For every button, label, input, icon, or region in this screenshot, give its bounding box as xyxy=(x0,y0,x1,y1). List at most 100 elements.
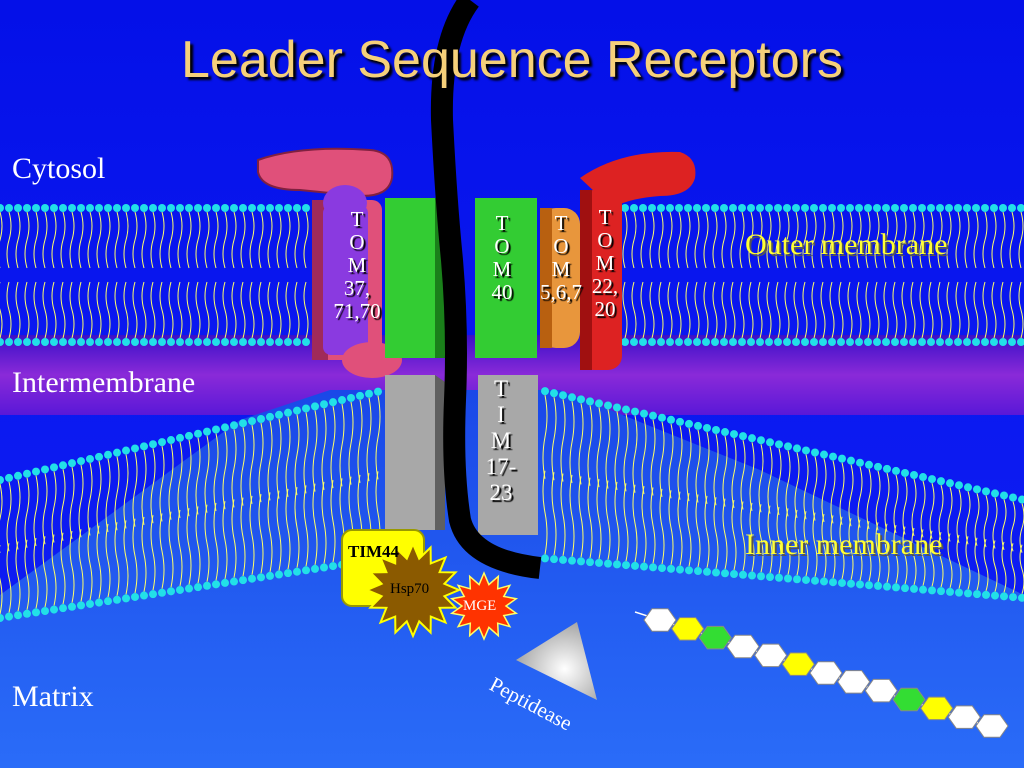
tom71-receptor xyxy=(323,205,368,355)
lipid-head xyxy=(972,204,980,212)
lipid-head xyxy=(77,338,85,346)
lipid-head xyxy=(774,204,782,212)
lipid-head xyxy=(374,387,382,396)
lipid-head xyxy=(747,204,755,212)
lipid-head xyxy=(630,338,638,346)
lipid-head xyxy=(621,338,629,346)
lipid-head xyxy=(991,489,999,498)
lipid-head xyxy=(901,584,909,593)
outer-membrane-label: Outer membrane xyxy=(745,228,948,261)
lipid-head xyxy=(658,413,666,422)
lipid-head xyxy=(604,559,612,568)
lipid-head xyxy=(77,204,85,212)
lipid-head xyxy=(1017,204,1024,212)
lipid-head xyxy=(918,204,926,212)
lipid-head xyxy=(945,204,953,212)
lipid-head xyxy=(999,338,1007,346)
hsp70-protein xyxy=(364,541,462,639)
tim17-channel-left xyxy=(385,375,435,530)
lipid-head xyxy=(936,204,944,212)
lipid-head xyxy=(5,338,13,346)
lipid-head xyxy=(329,562,337,571)
lipid-head xyxy=(185,584,193,593)
lipid-head xyxy=(595,399,603,408)
lipid-head xyxy=(720,204,728,212)
lipid-head xyxy=(320,563,328,572)
lipid-head xyxy=(176,585,184,594)
lipid-head xyxy=(104,450,112,459)
chain-bead xyxy=(864,678,898,703)
lipid-head xyxy=(32,338,40,346)
lipid-head xyxy=(95,204,103,212)
lipid-head xyxy=(275,410,283,419)
lipid-head xyxy=(77,457,85,466)
lipid-head xyxy=(266,338,274,346)
lipid-head xyxy=(919,473,927,482)
mge-protein xyxy=(449,571,519,641)
lipid-head xyxy=(657,204,665,212)
lipid-head xyxy=(185,338,193,346)
lipid-head xyxy=(882,338,890,346)
lipid-head xyxy=(23,338,31,346)
matrix-region xyxy=(0,390,1024,768)
lipid-head xyxy=(338,396,346,405)
lipid-head xyxy=(329,398,337,407)
lipid-head xyxy=(248,338,256,346)
chain-bead xyxy=(837,670,871,694)
lipid-head xyxy=(50,605,58,614)
lipid-head xyxy=(892,583,900,592)
lipid-head xyxy=(122,338,130,346)
lipid-head xyxy=(954,338,962,346)
lipid-head xyxy=(50,338,58,346)
lipid-head xyxy=(648,338,656,346)
lipid-head xyxy=(631,561,639,570)
lipid-head xyxy=(810,204,818,212)
lipid-head xyxy=(613,560,621,569)
lipid-head xyxy=(113,204,121,212)
lipid-head xyxy=(775,440,783,449)
lipid-head xyxy=(140,338,148,346)
lipid-head xyxy=(721,569,729,578)
lipid-head xyxy=(829,578,837,587)
lipid-head xyxy=(167,338,175,346)
chain-bead xyxy=(892,687,926,712)
lipid-head xyxy=(819,204,827,212)
lipid-head xyxy=(909,204,917,212)
lipid-head xyxy=(874,581,882,590)
lipid-head xyxy=(972,338,980,346)
lipid-head xyxy=(990,338,998,346)
lipid-head xyxy=(729,204,737,212)
lipid-head xyxy=(140,204,148,212)
lipid-head xyxy=(766,438,774,447)
lipid-head xyxy=(5,473,13,482)
lipid-head xyxy=(230,338,238,346)
lipid-head xyxy=(41,606,49,615)
lipid-head xyxy=(194,583,202,592)
lipid-head xyxy=(158,438,166,447)
lipid-head xyxy=(239,338,247,346)
lipid-head xyxy=(973,485,981,494)
lipid-head xyxy=(720,338,728,346)
tim1723-channel xyxy=(478,375,538,535)
lipid-head xyxy=(541,387,549,396)
precursor-chain xyxy=(430,0,542,579)
lipid-head xyxy=(131,592,139,601)
lipid-head xyxy=(302,566,310,575)
lipid-head xyxy=(59,338,67,346)
lipid-head xyxy=(648,204,656,212)
lipid-head xyxy=(86,338,94,346)
lipid-head xyxy=(50,463,58,472)
lipid-head xyxy=(257,204,265,212)
tim44-label: TIM44 xyxy=(348,542,399,561)
peptidease-shape xyxy=(516,622,597,700)
lipid-head xyxy=(919,585,927,594)
chain-bead xyxy=(698,625,732,650)
lipid-head xyxy=(856,580,864,589)
lipid-head xyxy=(702,338,710,346)
lipid-head xyxy=(712,568,720,577)
